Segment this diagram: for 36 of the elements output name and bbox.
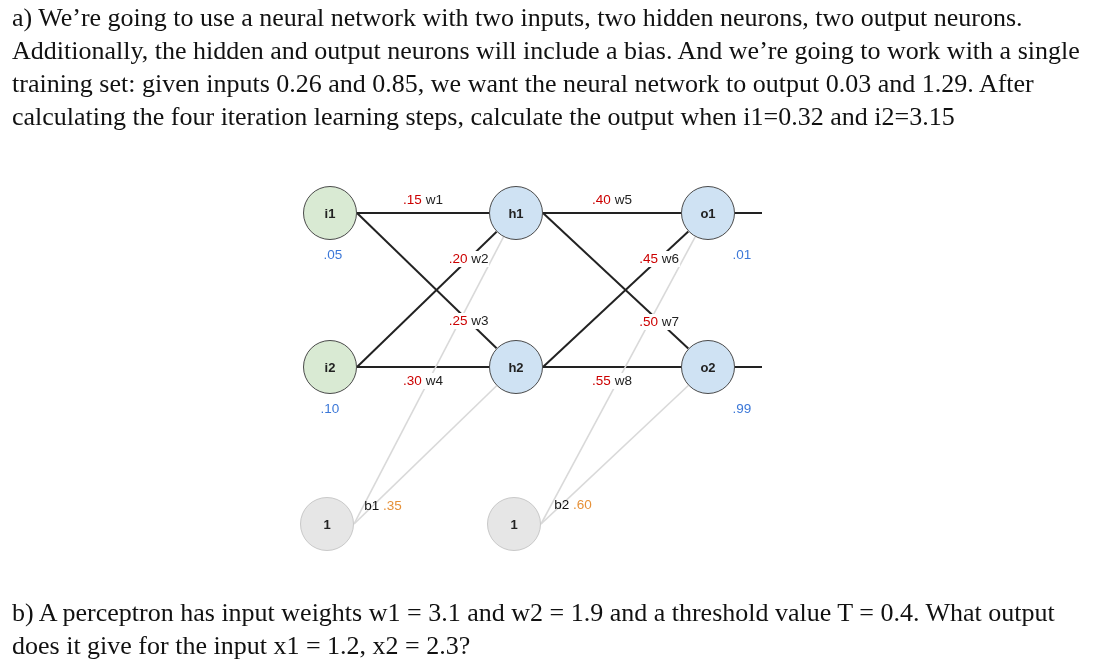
weight-label: .25 w3 [447, 313, 490, 330]
weight-connection-line [542, 212, 682, 214]
target-value-label: .99 [732, 401, 752, 417]
bias-connection-line [540, 384, 690, 525]
weight-connection-line [356, 212, 490, 214]
input-neuron: i1 [303, 186, 357, 240]
weight-label: .45 w6 [638, 250, 681, 267]
bias-weight-label: b2 .60 [554, 497, 592, 513]
bias-connection-line [540, 236, 696, 525]
weight-connection-line [542, 366, 682, 368]
weight-label: .30 w4 [402, 373, 444, 389]
weight-connection-line [542, 230, 690, 368]
weight-label: .20 w2 [447, 250, 490, 267]
bias-neuron: 1 [487, 497, 541, 551]
question-text: a) We’re going to use a neural network with two inputs, two hidden neurons, two output neurons. Additionally, the hidden and output neurons will include a bias. And we’re going to work with a single training set: given inputs 0.26 and 0.85, we want the neural network to output 0.03 and 1.29. After calculating the four iteration learning steps, calculate the output when i1=0.32 and i2=3.15 [12, 2, 1081, 133]
output-neuron: o2 [681, 340, 735, 394]
output-neuron: o1 [681, 186, 735, 240]
weight-connection-line [356, 212, 498, 350]
bias-connection-line [353, 385, 498, 525]
hidden-neuron: h2 [489, 340, 543, 394]
hidden-neuron: h1 [489, 186, 543, 240]
target-value-label: .10 [320, 401, 340, 417]
weight-connection-line [542, 212, 690, 350]
target-value-label: .01 [732, 247, 752, 263]
bias-neuron: 1 [300, 497, 354, 551]
question-text: b) A perceptron has input weights w1 = 3.1 and w2 = 1.9 and a threshold value T = 0.4. What output does it give for the input x1 = 1.2, x2 = 2.3? [12, 597, 1056, 662]
input-neuron: i2 [303, 340, 357, 394]
bias-connection-line [353, 236, 505, 525]
weight-label: .50 w7 [638, 313, 681, 330]
bias-weight-label: b1 .35 [364, 498, 402, 514]
weight-connection-line [356, 230, 498, 368]
target-value-label: .05 [323, 247, 343, 263]
weight-connection-line [356, 366, 490, 368]
output-line [734, 212, 763, 214]
weight-label: .55 w8 [591, 373, 633, 389]
output-line [734, 366, 763, 368]
